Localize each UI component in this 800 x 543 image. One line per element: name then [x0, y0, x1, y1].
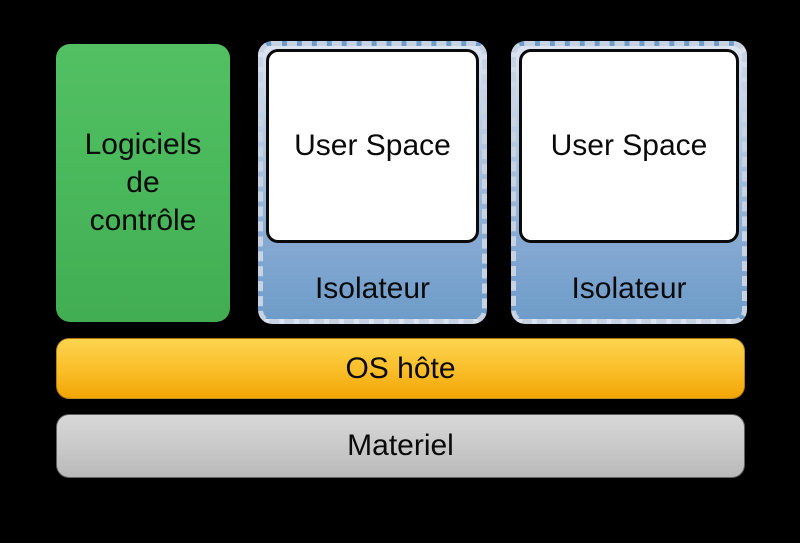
control-software-label-line-2: de: [126, 166, 160, 199]
control-software-label: Logiciels de contrôle: [85, 126, 202, 240]
isolator-label-area-1: Isolateur: [263, 244, 482, 319]
user-space-box-1: User Space: [266, 49, 479, 243]
control-software-label-line-1: Logiciels: [84, 128, 202, 161]
control-software-label-line-3: contrôle: [89, 204, 197, 237]
user-space-box-2: User Space: [519, 49, 739, 243]
isolator-container-1: User Space Isolateur: [258, 41, 487, 324]
user-space-label-2: User Space: [550, 129, 708, 162]
isolator-label-2: Isolateur: [571, 271, 687, 305]
host-os-bar: OS hôte: [56, 338, 745, 399]
user-space-label-1: User Space: [294, 129, 451, 162]
isolator-container-2: User Space Isolateur: [511, 41, 747, 324]
control-software-box: Logiciels de contrôle: [56, 44, 230, 322]
isolator-label-1: Isolateur: [314, 271, 431, 305]
hardware-bar: Materiel: [56, 414, 745, 478]
hardware-label: Materiel: [347, 429, 454, 462]
host-os-label: OS hôte: [345, 351, 456, 385]
isolator-label-area-2: Isolateur: [516, 244, 742, 319]
